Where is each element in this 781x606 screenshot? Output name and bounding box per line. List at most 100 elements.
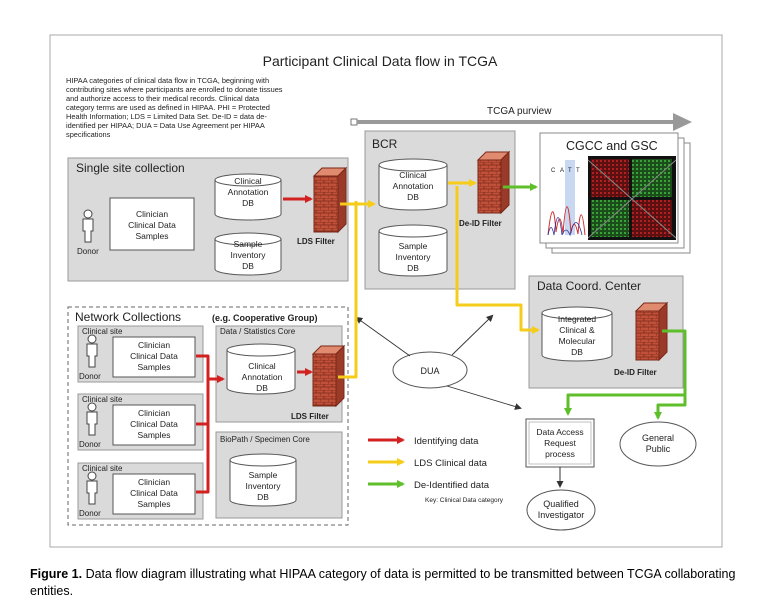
general-public-node: General Public <box>619 421 697 467</box>
caption-label: Figure 1. <box>30 567 83 581</box>
data-statistics-core: Data / Statistics Core Clinical Annotati… <box>215 325 346 423</box>
bcr-title: BCR <box>372 137 398 151</box>
purview-label: TCGA purview <box>487 106 552 117</box>
svg-text:Annotation: Annotation <box>228 187 269 197</box>
svg-text:T: T <box>576 168 580 174</box>
svg-text:Clinical: Clinical <box>248 361 276 371</box>
microarray-heatmap <box>587 156 677 240</box>
svg-text:Public: Public <box>646 444 671 454</box>
flow-arrows <box>196 179 687 494</box>
cgcc-gsc-panel: CGCC and GSC C A T T <box>539 132 691 254</box>
figure-caption: Figure 1. Data flow diagram illustrating… <box>30 566 760 600</box>
svg-text:Inventory: Inventory <box>246 481 282 491</box>
svg-text:Clinical &: Clinical & <box>559 325 595 335</box>
donor-icon <box>82 209 94 243</box>
dua-connectors <box>355 314 522 410</box>
bcr-panel: BCR Clinical Annotation DB Sample Invent… <box>364 130 516 290</box>
clinical-site-3: Clinical site Donor Clinician Clinical D… <box>77 462 204 520</box>
svg-text:Samples: Samples <box>135 231 168 241</box>
svg-text:Clinical site: Clinical site <box>82 464 123 473</box>
donor-label: Donor <box>77 247 99 256</box>
lds-filter-label-2: LDS Filter <box>291 412 329 421</box>
svg-text:Donor: Donor <box>79 372 101 381</box>
lds-filter-wall-icon <box>312 166 348 234</box>
bcr-inventory-db: Sample Inventory DB <box>378 224 448 277</box>
svg-text:DB: DB <box>242 261 254 271</box>
svg-text:process: process <box>545 449 575 459</box>
svg-text:category terms are used as def: category terms are used as defined in HI… <box>66 103 270 112</box>
integrated-db: Integrated Clinical & Molecular DB <box>541 306 613 362</box>
svg-text:Health Information; LDS = Limi: Health Information; LDS = Limited Data S… <box>66 112 267 121</box>
svg-text:Clinical: Clinical <box>399 170 427 180</box>
qualified-investigator-node: Qualified Investigator <box>526 489 596 531</box>
svg-text:Clinical site: Clinical site <box>82 395 123 404</box>
svg-text:Inventory: Inventory <box>231 250 267 260</box>
svg-text:Qualified: Qualified <box>543 499 579 509</box>
svg-text:General: General <box>642 433 674 443</box>
svg-text:Samples: Samples <box>137 430 170 440</box>
page-title: Participant Clinical Data flow in TCGA <box>263 53 498 69</box>
clinical-site-1: Clinical site Donor Clinician Clinical D… <box>77 325 204 383</box>
svg-text:BioPath / Specimen Core: BioPath / Specimen Core <box>220 435 310 444</box>
caption-text: Data flow diagram illustrating what HIPA… <box>30 567 736 598</box>
svg-text:Sample: Sample <box>234 239 263 249</box>
lds-filter-label: LDS Filter <box>297 237 335 246</box>
svg-text:DB: DB <box>256 383 268 393</box>
dua-node: DUA <box>392 351 468 389</box>
svg-text:Clinical Data: Clinical Data <box>130 488 178 498</box>
data-flow-diagram: Participant Clinical Data flow in TCGA H… <box>49 34 723 548</box>
svg-text:specifications: specifications <box>66 130 111 139</box>
single-site-title: Single site collection <box>76 161 185 175</box>
svg-text:DB: DB <box>571 347 583 357</box>
svg-text:and authorize access to their: and authorize access to their medical re… <box>66 94 260 103</box>
svg-text:C: C <box>551 168 556 174</box>
cgcc-title: CGCC and GSC <box>566 139 658 153</box>
svg-text:Donor: Donor <box>79 440 101 449</box>
svg-text:HIPAA categories of clinical d: HIPAA categories of clinical data flow i… <box>66 76 269 85</box>
svg-text:DB: DB <box>407 192 419 202</box>
svg-text:contributing sites where parti: contributing sites where participants ar… <box>66 85 283 94</box>
svg-text:Annotation: Annotation <box>242 372 283 382</box>
dcc-deid-label: De-ID Filter <box>614 368 657 377</box>
svg-text:Sample: Sample <box>249 470 278 480</box>
svg-text:De-Identified data: De-Identified data <box>414 480 490 491</box>
bcr-deid-label: De-ID Filter <box>459 219 502 228</box>
svg-text:Clinical: Clinical <box>234 176 262 186</box>
network-subtitle: (e.g. Cooperative Group) <box>212 313 318 323</box>
svg-text:DB: DB <box>257 492 269 502</box>
svg-text:Clinician: Clinician <box>136 209 168 219</box>
svg-text:Integrated: Integrated <box>558 314 597 324</box>
bcr-annotation-db: Clinical Annotation DB <box>378 158 448 211</box>
biopath-specimen-core: BioPath / Specimen Core Sample Inventory… <box>215 431 343 519</box>
svg-text:DB: DB <box>407 263 419 273</box>
legend-lds: LDS Clinical data <box>368 458 488 469</box>
tcga-purview-arrow: TCGA purview <box>350 106 692 131</box>
data-access-request-node: Data Access Request process <box>525 418 595 468</box>
legend: Identifying data LDS Clinical data De-Id… <box>364 428 514 506</box>
svg-text:LDS Clinical data: LDS Clinical data <box>414 458 488 469</box>
svg-text:Inventory: Inventory <box>396 252 432 262</box>
svg-text:Request: Request <box>544 438 576 448</box>
svg-text:Sample: Sample <box>399 241 428 251</box>
dcc-title: Data Coord. Center <box>537 279 641 293</box>
svg-text:A: A <box>560 168 564 174</box>
clinical-site-2: Clinical site Donor Clinician Clinical D… <box>77 393 204 451</box>
svg-text:T: T <box>568 168 572 174</box>
svg-text:DUA: DUA <box>420 366 439 376</box>
sample-inventory-db: Sample Inventory DB <box>214 232 282 276</box>
legend-deid: De-Identified data <box>368 480 490 491</box>
svg-text:Identifying data: Identifying data <box>414 436 479 447</box>
svg-text:Data Access: Data Access <box>536 427 583 437</box>
svg-text:DB: DB <box>242 198 254 208</box>
svg-text:Donor: Donor <box>79 509 101 518</box>
bcr-deid-filter-wall-icon <box>476 150 511 215</box>
svg-text:Clinical Data: Clinical Data <box>130 419 178 429</box>
sequence-trace: C A T T <box>547 157 586 237</box>
svg-text:Data / Statistics Core: Data / Statistics Core <box>220 327 296 336</box>
clinical-samples-box <box>109 197 195 251</box>
svg-text:identified per HIPAA; DUA = Da: identified per HIPAA; DUA = Data Use Agr… <box>66 121 265 130</box>
single-site-panel: Single site collection Donor Clinician C… <box>67 157 349 282</box>
data-coord-center-panel: Data Coord. Center Integrated Clinical &… <box>528 275 684 389</box>
legend-key: Key: Clinical Data category <box>425 497 504 504</box>
svg-text:Clinical Data: Clinical Data <box>130 351 178 361</box>
